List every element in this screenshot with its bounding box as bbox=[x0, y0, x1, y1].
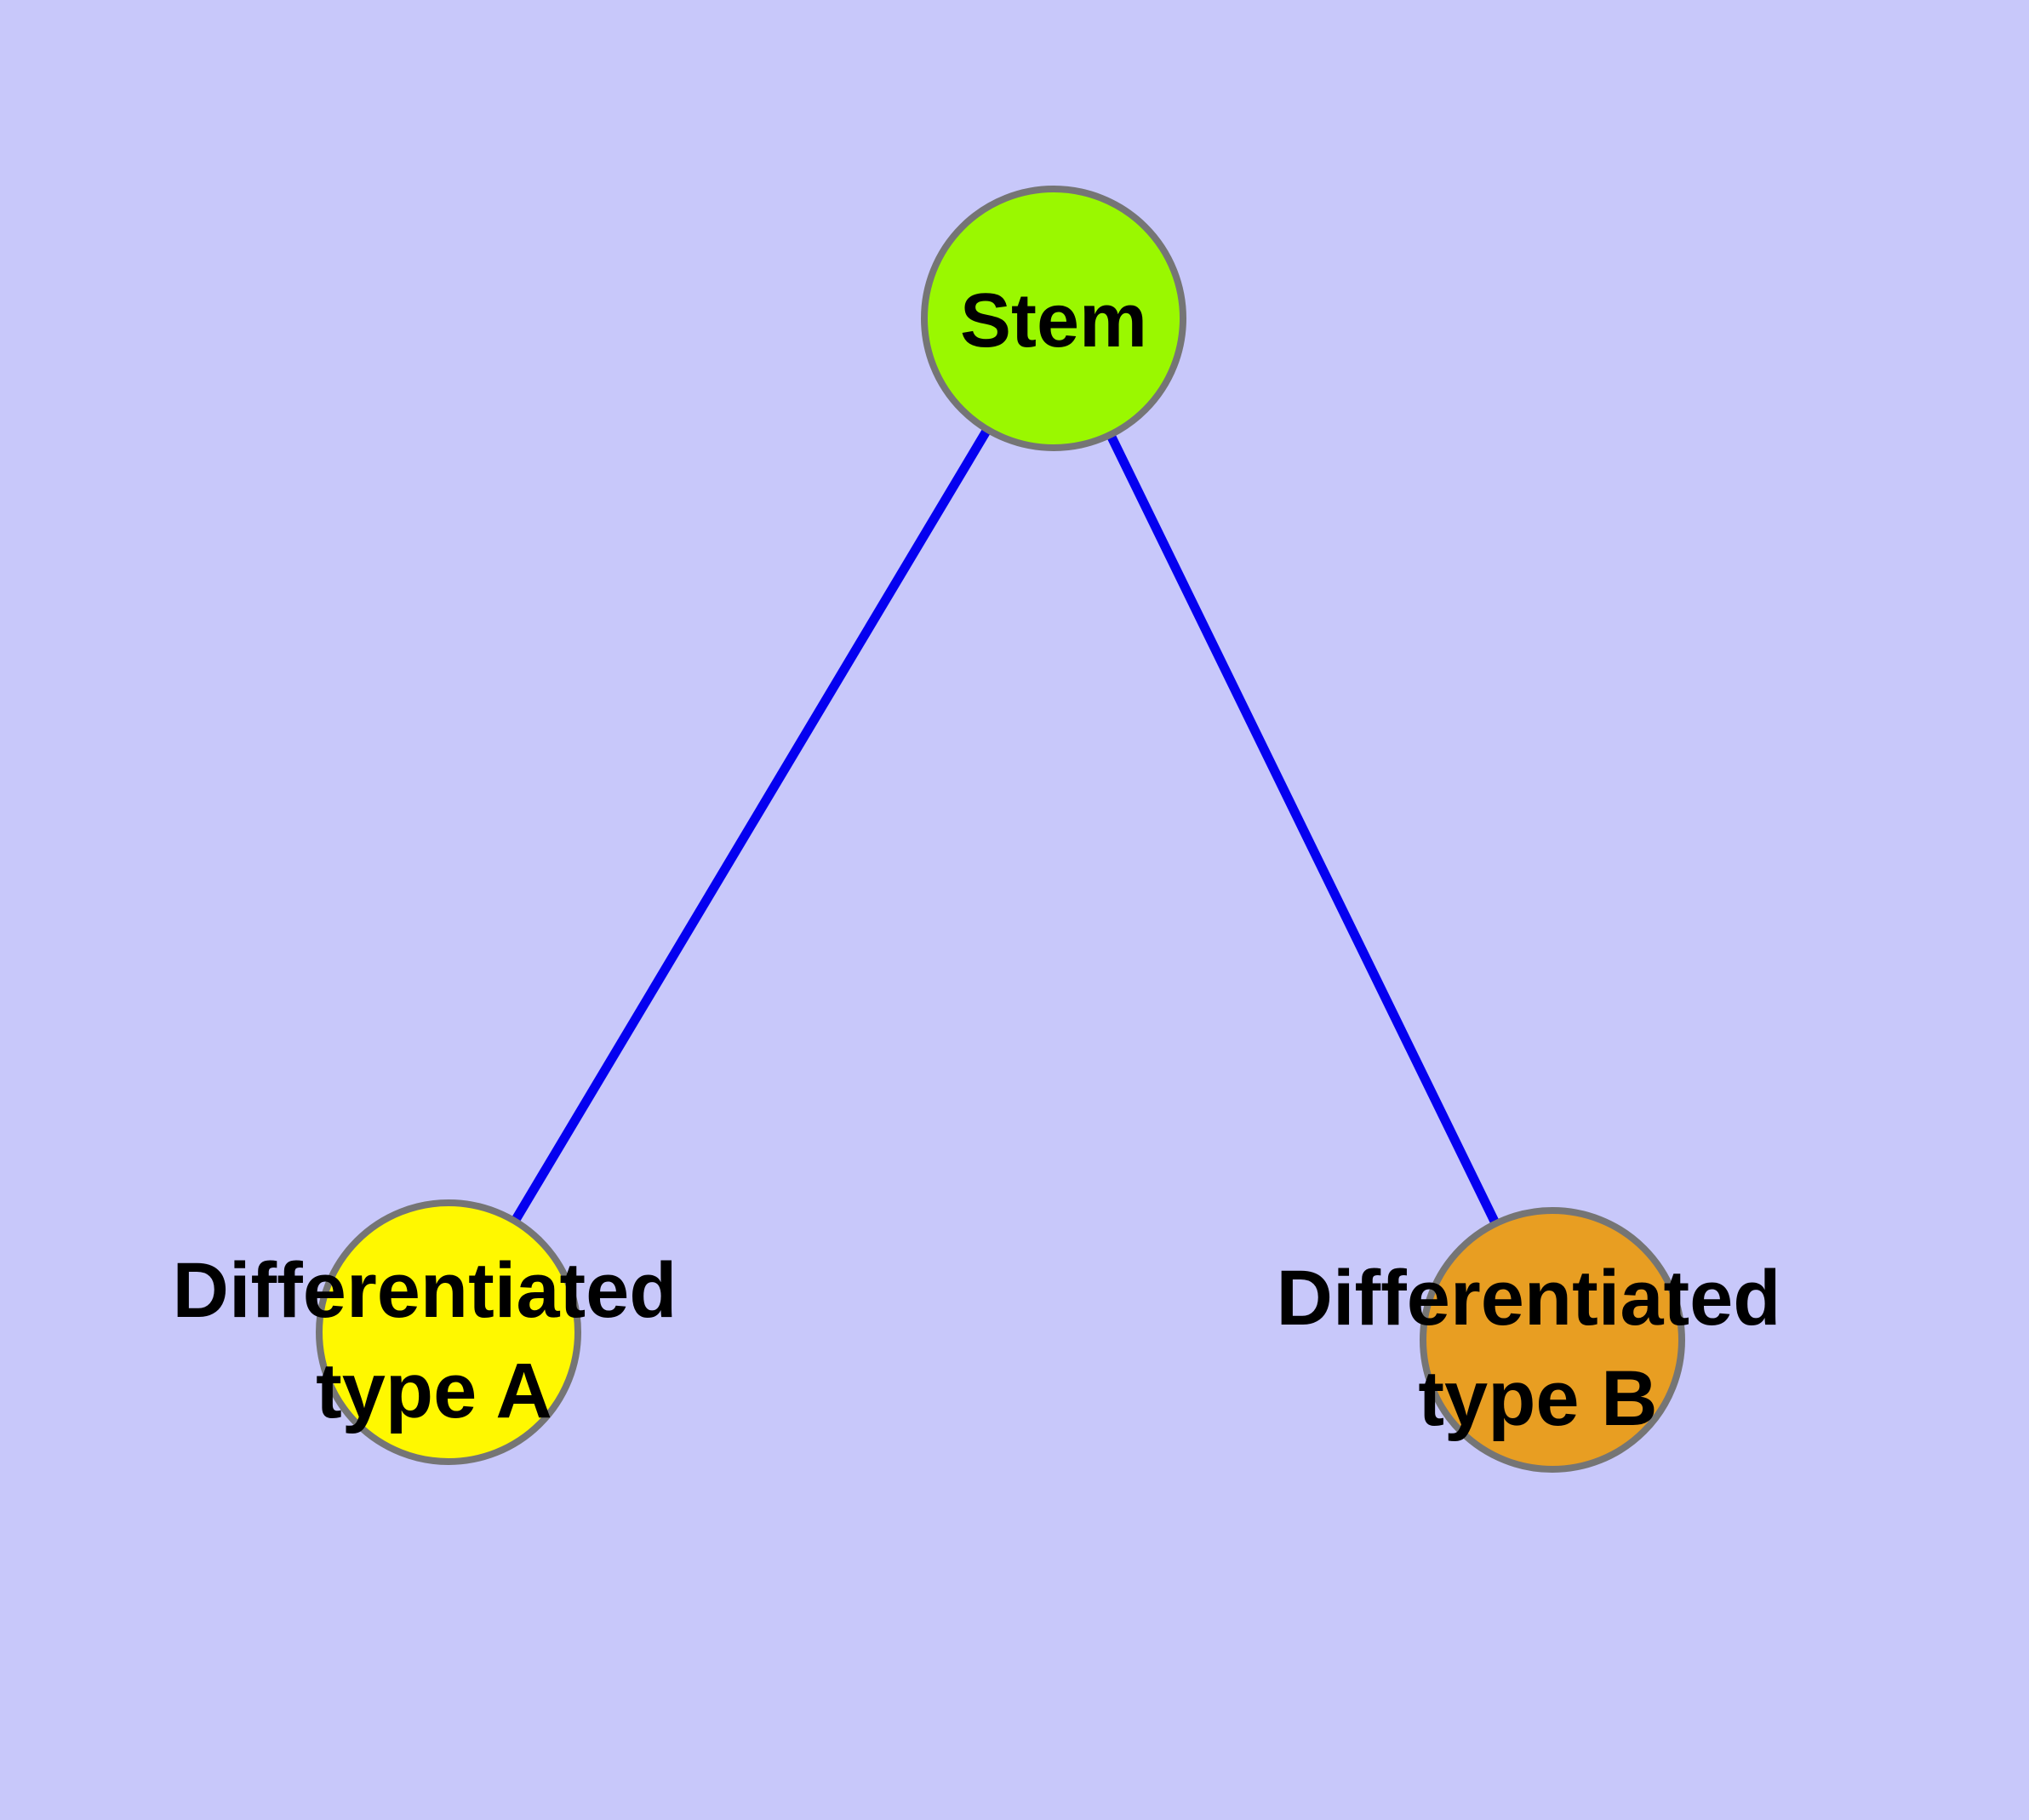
node-type-b-circle bbox=[1420, 1207, 1685, 1473]
node-type-b-label-line2: type B bbox=[1418, 1355, 1657, 1442]
node-type-b-label-line1: Differentiated bbox=[1277, 1255, 1781, 1342]
edge-stem-to-type-b bbox=[1049, 316, 1557, 1342]
node-stem-label: Stem bbox=[960, 278, 1147, 363]
edge-stem-to-type-a bbox=[444, 316, 1058, 1335]
node-type-a-circle bbox=[316, 1199, 581, 1465]
node-type-a-label-line2: type A bbox=[316, 1348, 552, 1434]
node-type-a-label-line1: Differentiated bbox=[173, 1247, 677, 1334]
node-stem-circle bbox=[921, 186, 1186, 451]
